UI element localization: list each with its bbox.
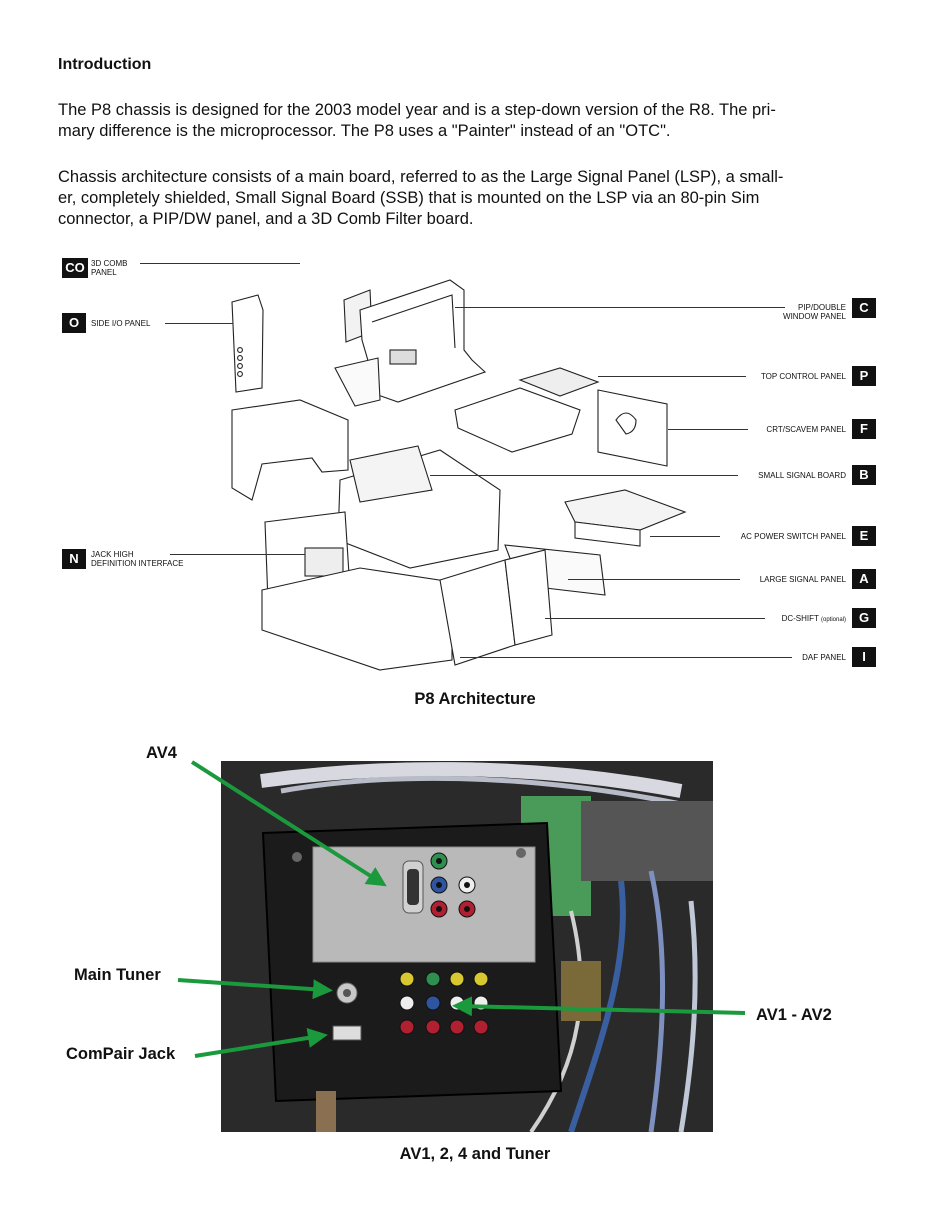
connector-photo-drawing [221,761,713,1132]
label-dc-shift: DC-SHIFT (optional) [700,614,846,625]
p2-line-1: Chassis architecture consists of a main … [58,168,784,186]
label-jack-hd-interface: JACK HIGH DEFINITION INTERFACE [91,550,183,568]
leader-crt [668,429,748,430]
leader-jack [170,554,305,555]
p1-line-1: The P8 chassis is designed for the 2003 … [58,101,776,119]
badge-n: N [62,549,86,569]
leader-pip [455,307,785,308]
badge-a: A [852,569,876,589]
badge-f: F [852,419,876,439]
leader-ac-power [650,536,720,537]
connector-photo [221,761,713,1132]
label-pip-line1: PIP/DOUBLE [797,303,846,312]
label-large-signal-panel: LARGE SIGNAL PANEL [759,575,846,584]
badge-co: CO [62,258,88,278]
label-jack-line1: JACK HIGH [91,550,134,559]
label-compair-jack: ComPair Jack [66,1045,176,1063]
label-3d-comb-panel: 3D COMB PANEL [91,259,127,277]
p2-line-3: connector, a PIP/DW panel, and a 3D Comb… [58,210,474,228]
badge-c: C [852,298,876,318]
leader-dc-shift [545,618,765,619]
p1-line-2: mary difference is the microprocessor. T… [58,122,671,140]
badge-b: B [852,465,876,485]
label-pip-double-window: PIP/DOUBLE WINDOW PANEL [740,303,846,321]
leader-lsp [568,579,740,580]
label-side-io-panel: SIDE I/O PANEL [91,319,151,328]
label-main-tuner: Main Tuner [74,966,161,984]
diagram-caption: P8 Architecture [414,690,536,708]
label-daf-panel: DAF PANEL [802,653,846,662]
p2-line-2: er, completely shielded, Small Signal Bo… [58,189,760,207]
photo-caption: AV1, 2, 4 and Tuner [399,1145,551,1163]
badge-g: G [852,608,876,628]
leader-daf [460,657,792,658]
intro-paragraph-2: Chassis architecture consists of a main … [58,167,888,230]
label-jack-line2: DEFINITION INTERFACE [91,559,184,568]
label-dc-shift-text: DC-SHIFT [781,614,819,623]
label-small-signal-board: SMALL SIGNAL BOARD [758,471,846,480]
badge-i: I [852,647,876,667]
label-top-control-panel: TOP CONTROL PANEL [760,372,846,381]
intro-paragraph-1: The P8 chassis is designed for the 2003 … [58,100,888,142]
chassis-exploded-diagram: CO 3D COMB PANEL O SIDE I/O PANEL N JACK… [0,250,950,680]
leader-3d-comb [140,263,300,264]
label-pip-line2: WINDOW PANEL [783,312,846,321]
badge-o: O [62,313,86,333]
page-heading: Introduction [58,56,152,73]
leader-ssb [430,475,738,476]
label-crt-scavem-panel: CRT/SCAVEM PANEL [766,425,846,434]
leader-side-io [165,323,233,324]
label-av4: AV4 [146,744,177,762]
label-dc-shift-optional: (optional) [820,617,846,623]
label-ac-power-switch-panel: AC POWER SWITCH PANEL [740,532,846,541]
label-3d-comb-line2: PANEL [91,268,117,277]
label-av1-av2: AV1 - AV2 [756,1006,832,1024]
leader-top-control [598,376,746,377]
badge-p: P [852,366,876,386]
badge-e: E [852,526,876,546]
label-3d-comb-line1: 3D COMB [91,259,128,268]
chassis-drawing [231,279,687,671]
